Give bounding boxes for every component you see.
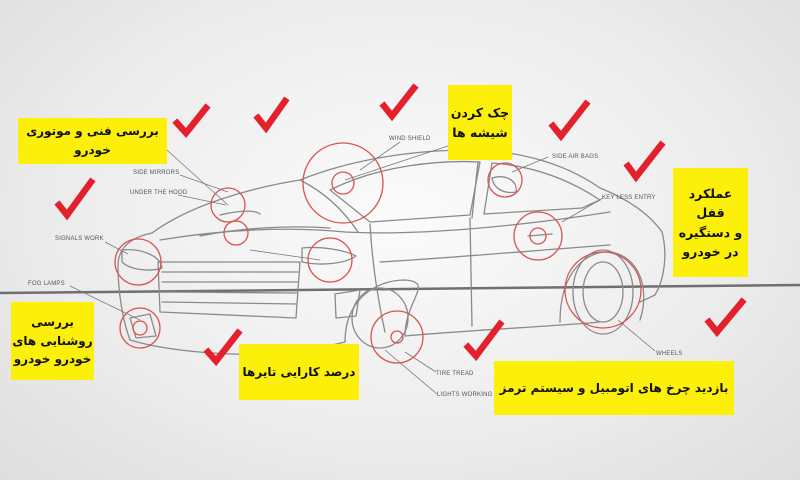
callout-keyless-center	[529, 227, 547, 245]
leader-lines	[69, 139, 656, 395]
note-lighting-check: بررسی روشنایی های خودرو خودرو	[11, 302, 94, 380]
checkmark-icon	[548, 99, 591, 142]
callout-windshield-center	[331, 171, 355, 195]
tag-fog-lamps: FOG LAMPS	[28, 281, 65, 287]
callout-signals	[114, 238, 162, 286]
tag-lights-working: LIGHTS WORKING	[437, 392, 493, 398]
note-engine-check: بررسی فنی و موتوری خودرو	[18, 118, 167, 164]
callout-engine	[307, 237, 353, 283]
tag-under-hood: UNDER THE HOOD	[130, 190, 188, 196]
callout-fog-lamp	[119, 307, 161, 349]
checkmark-icon	[623, 140, 666, 183]
note-tire-efficiency: درصد کارایی تایرها	[239, 344, 359, 400]
callout-side-mirror	[487, 162, 523, 198]
callout-fog-lamp-center	[132, 320, 148, 336]
tag-windshield: WIND SHIELD	[389, 136, 431, 142]
tag-tire-tread: TIRE TREAD	[436, 371, 474, 377]
callout-circles	[114, 142, 642, 364]
tag-wheels: WHEELS	[656, 351, 683, 357]
checkmark-icon	[704, 297, 747, 338]
callout-wheel	[564, 251, 642, 329]
note-lock-handle: عملکرد قفل و دستگیره در خودرو	[673, 168, 748, 277]
tag-signals: SIGNALS WORK	[55, 236, 104, 242]
callout-tire-center	[390, 330, 404, 344]
technical-labels: WIND SHIELD SIDE MIRRORS UNDER THE HOOD …	[28, 136, 683, 398]
callout-keyless	[513, 211, 563, 261]
tag-side-airbags: SIDE AIR BAGS	[552, 154, 598, 160]
callout-mirror-hood	[210, 187, 246, 223]
note-glass-check: چک کردن شیشه ها	[448, 85, 512, 160]
callout-tire	[370, 310, 424, 364]
checkmark-icon	[379, 83, 419, 122]
checkmark-icon	[463, 319, 505, 362]
car-outline	[117, 149, 666, 356]
callout-hood	[223, 220, 249, 246]
tag-keyless: KEY LESS ENTRY	[602, 195, 656, 201]
callout-windshield	[302, 142, 384, 224]
checkmark-icon	[203, 328, 243, 367]
checkmark-icon	[253, 96, 290, 134]
ground-line	[0, 283, 800, 295]
note-wheels-brakes: بازدید چرخ های اتومبیل و سیستم ترمز	[494, 361, 734, 415]
checkmark-icon	[54, 177, 96, 221]
checkmark-icon	[172, 103, 211, 139]
tag-side-mirrors: SIDE MIRRORS	[133, 170, 179, 176]
checkmarks	[54, 83, 747, 367]
